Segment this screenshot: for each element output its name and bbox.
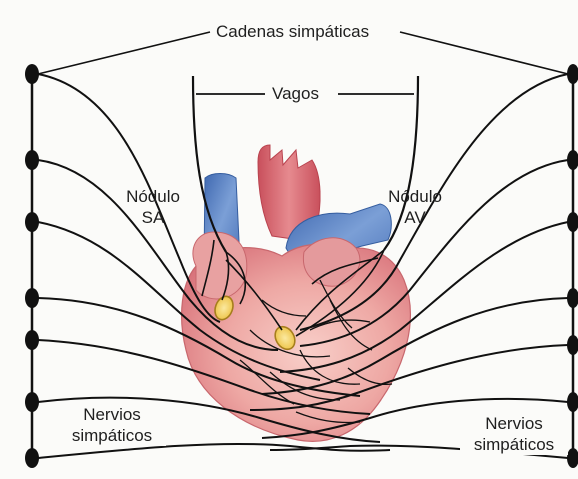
sympathetic-nerves-right-label: Nervios simpáticos	[460, 413, 568, 455]
sympathetic-nerves-right-line1: Nervios	[464, 413, 564, 434]
left-atrium	[303, 238, 359, 286]
vagus-label: Vagos	[268, 83, 323, 104]
sa-node-label-line1: Nódulo	[118, 186, 188, 207]
sympathetic-chains-label: Cadenas simpáticas	[212, 21, 373, 42]
av-node-label: Nódulo AV	[380, 186, 450, 228]
sa-node-label: Nódulo SA	[118, 186, 188, 228]
sympathetic-nerves-left-line1: Nervios	[62, 404, 162, 425]
av-node-label-line2: AV	[380, 207, 450, 228]
sympathetic-nerves-left-label: Nervios simpáticos	[58, 404, 166, 446]
sympathetic-nerves-right-line2: simpáticos	[464, 434, 564, 455]
av-node-label-line1: Nódulo	[380, 186, 450, 207]
sympathetic-nerves-left-line2: simpáticos	[62, 425, 162, 446]
sa-node-label-line2: SA	[118, 207, 188, 228]
